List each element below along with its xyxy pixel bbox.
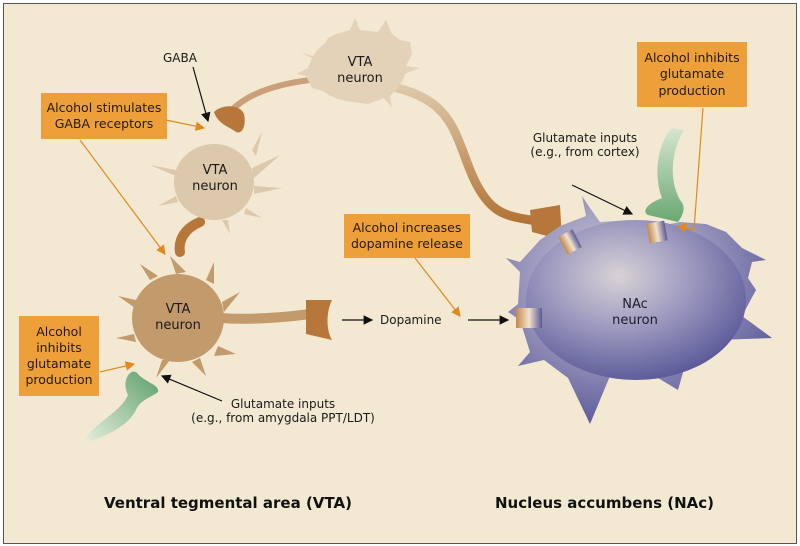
callout-glutamate-left-line4: production [25,372,93,388]
callout-glutamate-left-line1: Alcohol [36,323,82,339]
vta-neuron-top [296,18,420,108]
callout-glutamate-left-line2: inhibits [36,339,82,355]
glutamate-cortex-line2: (e.g., from cortex) [530,145,640,160]
callout-arrow-dopamine [414,257,461,317]
dopamine-label: Dopamine [380,313,442,327]
callout-glutamate-left-line3: glutamate [26,356,92,371]
nac-line1: NAc [622,297,648,312]
glutamate-cortex-arrow [571,184,634,215]
callout-gaba-line1: Alcohol stimulates [46,99,162,115]
callout-arrow-glutamate-left [99,361,136,373]
glutamate-amygdala-label: Glutamate inputs (e.g., from amygdala PP… [185,397,381,426]
vta-neuron-bottom [116,256,332,378]
vta-top-line2: neuron [337,70,383,86]
callout-gaba-receptors: Alcohol stimulates GABA receptors [41,93,167,139]
vta-neuron-top-label: VTA neuron [336,55,384,86]
region-title-nac: Nucleus accumbens (NAc) [495,494,714,512]
glutamate-cortex-label: Glutamate inputs (e.g., from cortex) [520,131,650,160]
vta-mid-line1: VTA [202,163,228,178]
vta-neuron-mid-label: VTA neuron [190,163,240,194]
callout-dopamine-line1: Alcohol increases [352,219,462,235]
vta-bottom-line2: neuron [155,317,201,333]
callout-glutamate-left: Alcohol inhibits glutamate production [19,316,99,396]
glutamate-cortex-line1: Glutamate inputs [532,131,638,145]
callout-glutamate-right-line1: Alcohol inhibits [644,50,740,66]
receptor-dopamine [516,308,542,328]
receptor-top-right [646,220,668,244]
glutamate-terminal-left [85,371,159,442]
callout-glutamate-right: Alcohol inhibits glutamate production [637,42,747,107]
callout-dopamine-line2: dopamine release [351,236,463,251]
nac-line2: neuron [612,312,658,328]
callout-gaba-line2: GABA receptors [54,116,154,131]
glutamate-amygdala-arrow [160,374,223,402]
nac-neuron-label: NAc neuron [605,297,665,328]
nac-neuron [506,196,772,424]
vta-bottom-line1: VTA [165,302,191,317]
callout-glutamate-right-line3: production [658,82,726,98]
vta-neuron-mid [150,132,282,234]
callout-arrow-gaba [165,119,206,131]
vta-top-line1: VTA [347,55,373,70]
callout-glutamate-right-line2: glutamate [659,66,725,82]
vta-neuron-bottom-label: VTA neuron [152,302,204,333]
vta-mid-line2: neuron [192,178,238,194]
callout-arrow-glutamate-right [676,107,704,233]
axon-mid-to-bottom [174,217,205,257]
gaba-arrow [192,66,211,123]
gaba-label: GABA [163,51,197,65]
glutamate-terminal-right [645,128,684,222]
region-title-vta: Ventral tegmental area (VTA) [104,494,352,512]
callout-dopamine-release: Alcohol increases dopamine release [344,214,470,258]
receptor-top-left [558,229,582,255]
callout-arrow-gaba-lower [79,139,166,255]
glutamate-amygdala-line1: Glutamate inputs [230,397,336,411]
glutamate-amygdala-line2: (e.g., from amygdala PPT/LDT) [191,411,375,426]
